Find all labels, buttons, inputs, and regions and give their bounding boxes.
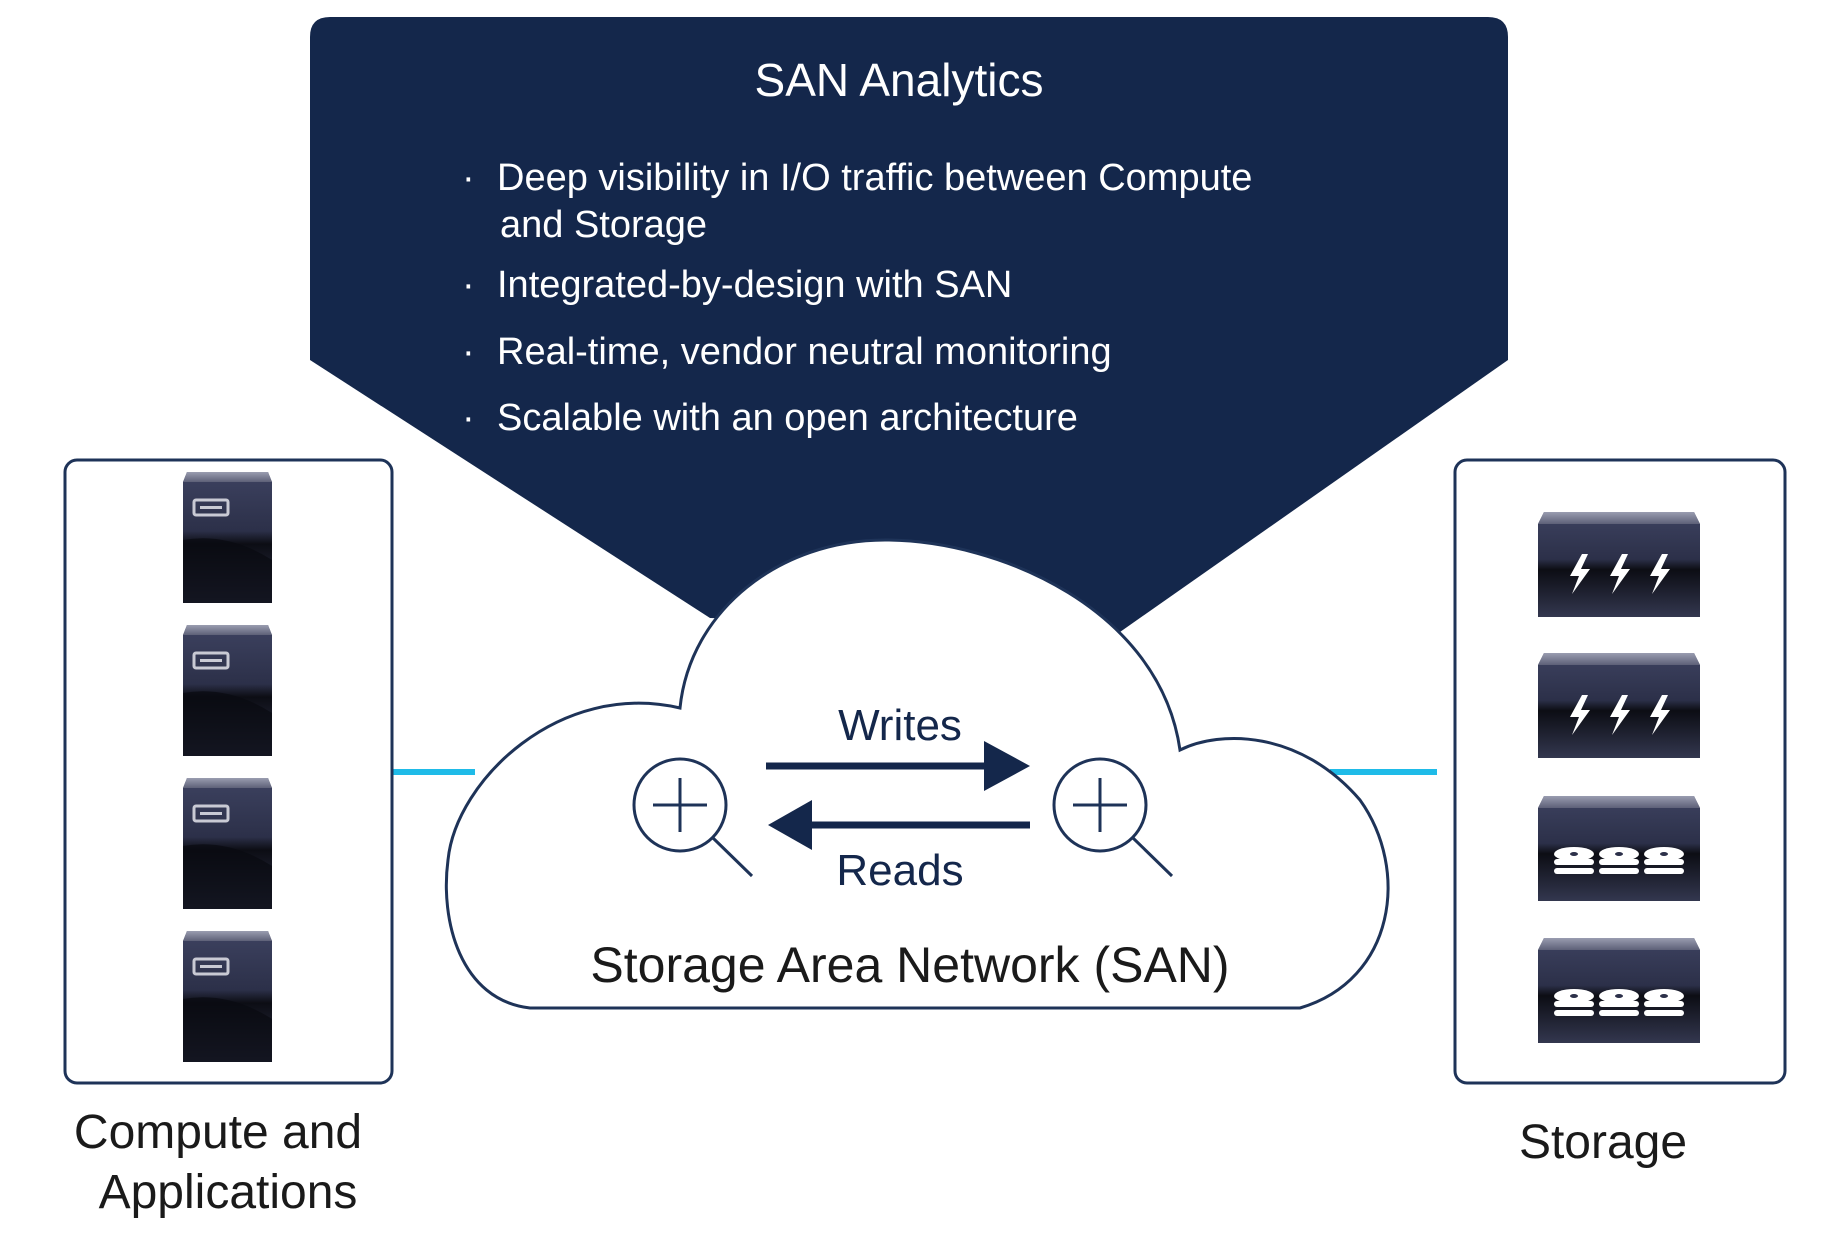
disk-stack-icon	[1599, 847, 1639, 874]
disk-stack-icon	[1554, 989, 1594, 1016]
bullet-item: · Scalable with an open architecture	[462, 397, 1078, 439]
writes-arrow	[766, 741, 1030, 791]
server-icon	[181, 623, 274, 758]
server-icon	[181, 776, 274, 911]
bullet-text: Real-time, vendor neutral monitoring	[497, 331, 1112, 373]
bullet-marker: ·	[462, 264, 475, 306]
server-icon	[181, 929, 274, 1064]
reads-arrow	[768, 800, 1030, 850]
flash-storage-array	[1538, 653, 1700, 758]
callout-bullet-list: · Deep visibility in I/O traffic between…	[462, 157, 1252, 439]
bullet-marker: ·	[462, 331, 475, 373]
compute-label-line1: Compute and	[74, 1106, 362, 1159]
magnifier-plus-icon	[632, 757, 754, 878]
flash-storage-array	[1538, 512, 1700, 617]
bullet-text: Deep visibility in I/O traffic between C…	[497, 157, 1252, 199]
bullet-marker: ·	[462, 157, 475, 199]
storage-label: Storage	[1519, 1116, 1687, 1169]
bullet-item: · Deep visibility in I/O traffic between…	[462, 157, 1252, 246]
compute-label-line2: Applications	[99, 1166, 358, 1219]
bullet-marker: ·	[462, 397, 475, 439]
disk-stack-icon	[1554, 847, 1594, 874]
san-cloud	[444, 538, 1390, 1010]
compute-group-box	[63, 458, 394, 1085]
server-icon	[181, 470, 274, 605]
san-analytics-callout	[310, 17, 1508, 632]
disk-stack-icon	[1644, 989, 1684, 1016]
bullet-text: Scalable with an open architecture	[497, 397, 1078, 439]
disk-storage-array	[1538, 938, 1700, 1043]
reads-label: Reads	[836, 846, 963, 895]
san-label: Storage Area Network (SAN)	[590, 937, 1229, 993]
storage-group-box	[1453, 458, 1787, 1085]
disk-stack-icon	[1644, 847, 1684, 874]
bullet-item: · Integrated-by-design with SAN	[462, 264, 1012, 306]
bullet-text-continued: and Storage	[500, 204, 707, 246]
bullet-item: · Real-time, vendor neutral monitoring	[462, 331, 1112, 373]
disk-stack-icon	[1599, 989, 1639, 1016]
writes-label: Writes	[838, 701, 962, 750]
callout-title: SAN Analytics	[755, 54, 1044, 106]
disk-storage-array	[1538, 796, 1700, 901]
bullet-text: Integrated-by-design with SAN	[497, 264, 1012, 306]
magnifier-plus-icon	[1052, 757, 1174, 878]
